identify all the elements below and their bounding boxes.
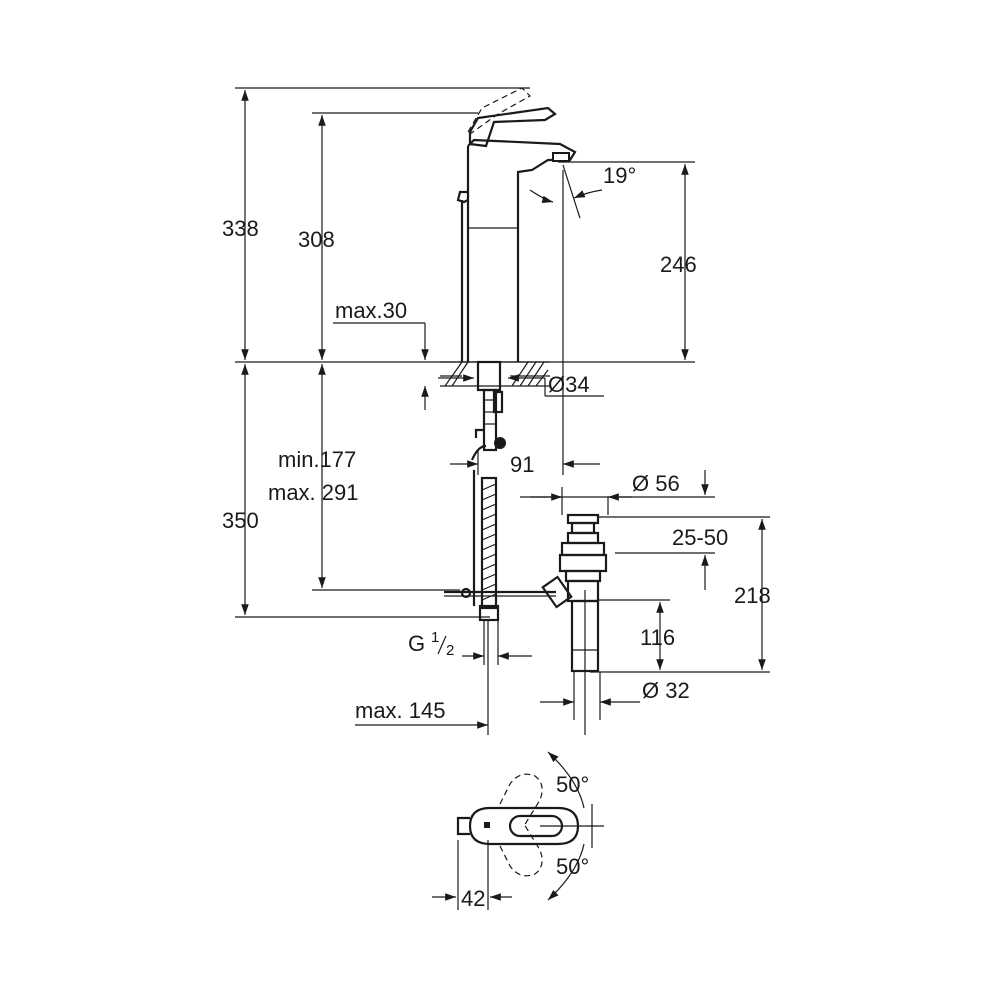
dim-g12-line bbox=[462, 620, 532, 665]
dim-max30-label: max.30 bbox=[335, 298, 407, 323]
dim-42-label: 42 bbox=[461, 886, 485, 911]
dim-d34-label: Ø34 bbox=[548, 372, 590, 397]
dim-max30-line bbox=[333, 322, 429, 410]
dim-g-fraction-bar bbox=[437, 635, 447, 655]
dim-d34-line bbox=[438, 374, 604, 397]
dim-116-label: 116 bbox=[640, 625, 675, 650]
dim-350-label: 350 bbox=[222, 508, 259, 533]
hose bbox=[472, 470, 500, 622]
dim-308-label: 308 bbox=[298, 227, 335, 252]
dim-25-50-label: 25-50 bbox=[672, 525, 728, 550]
dim-d32-line bbox=[540, 672, 640, 720]
dim-91-line bbox=[450, 170, 600, 475]
extension-lines bbox=[235, 87, 770, 673]
dim-91-label: 91 bbox=[510, 452, 534, 477]
dim-hose-min-label: min.177 bbox=[278, 447, 356, 472]
dim-218-label: 218 bbox=[734, 583, 771, 608]
dim-246-label: 246 bbox=[660, 252, 697, 277]
plan-view bbox=[456, 751, 604, 901]
dim-max145-label: max. 145 bbox=[355, 698, 446, 723]
mounting-shank bbox=[470, 360, 506, 461]
pop-up-rod bbox=[444, 575, 573, 609]
dim-50deg-top-label: 50° bbox=[556, 772, 589, 797]
dim-19deg-line bbox=[529, 164, 603, 219]
dim-d32-label: Ø 32 bbox=[642, 678, 690, 703]
dim-g-label: G bbox=[408, 631, 425, 656]
dim-max145-line bbox=[355, 620, 489, 735]
dim-hose-max-label: max. 291 bbox=[268, 480, 359, 505]
dim-50deg-bottom-label: 50° bbox=[556, 854, 589, 879]
dim-42-line bbox=[432, 840, 512, 910]
dim-d56-line bbox=[520, 487, 632, 515]
dim-d56-label: Ø 56 bbox=[632, 471, 680, 496]
faucet-body bbox=[456, 87, 577, 362]
dim-g-fraction-num: 1 bbox=[431, 629, 439, 646]
dim-g-fraction-den: 2 bbox=[446, 642, 454, 659]
dim-19deg-label: 19° bbox=[603, 163, 636, 188]
deck-section bbox=[440, 361, 550, 387]
waste-drain bbox=[558, 513, 608, 735]
dim-338-label: 338 bbox=[222, 216, 259, 241]
